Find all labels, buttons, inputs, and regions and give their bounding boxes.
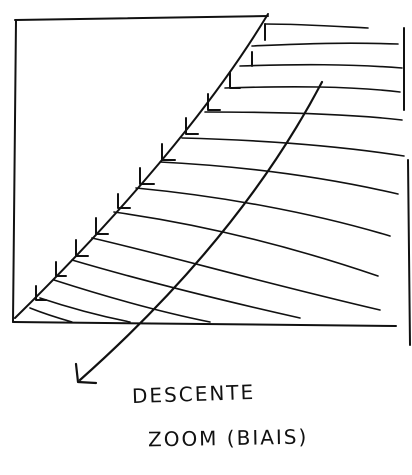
arrow-shaft bbox=[80, 82, 322, 380]
fan-line bbox=[265, 24, 368, 28]
step-mark bbox=[208, 94, 220, 110]
fan-line bbox=[252, 43, 398, 46]
descent-arrow bbox=[76, 82, 322, 383]
fan-line bbox=[136, 188, 390, 236]
step-mark bbox=[230, 72, 240, 88]
fan-line bbox=[240, 65, 402, 68]
frame-bottom-edge bbox=[13, 322, 396, 326]
fan-line bbox=[225, 87, 400, 92]
step-mark bbox=[118, 194, 130, 208]
caption-zoom-biais: ZOOM (BIAIS) bbox=[148, 425, 309, 452]
step-mark bbox=[140, 168, 154, 184]
fan-line bbox=[30, 308, 72, 322]
fan-line bbox=[160, 162, 398, 194]
fan-line bbox=[54, 280, 210, 322]
steps bbox=[36, 24, 265, 300]
frame-top-edge bbox=[15, 16, 268, 20]
step-mark bbox=[186, 118, 198, 134]
fan-line bbox=[182, 138, 404, 156]
fan-lines bbox=[30, 24, 404, 322]
fan-line bbox=[92, 238, 380, 310]
frame-left-edge bbox=[13, 20, 16, 322]
fan-line bbox=[72, 260, 300, 318]
fan-line bbox=[40, 298, 130, 322]
frame-right-bottom-edge bbox=[408, 160, 410, 345]
caption-descente: DESCENTE bbox=[132, 380, 256, 408]
